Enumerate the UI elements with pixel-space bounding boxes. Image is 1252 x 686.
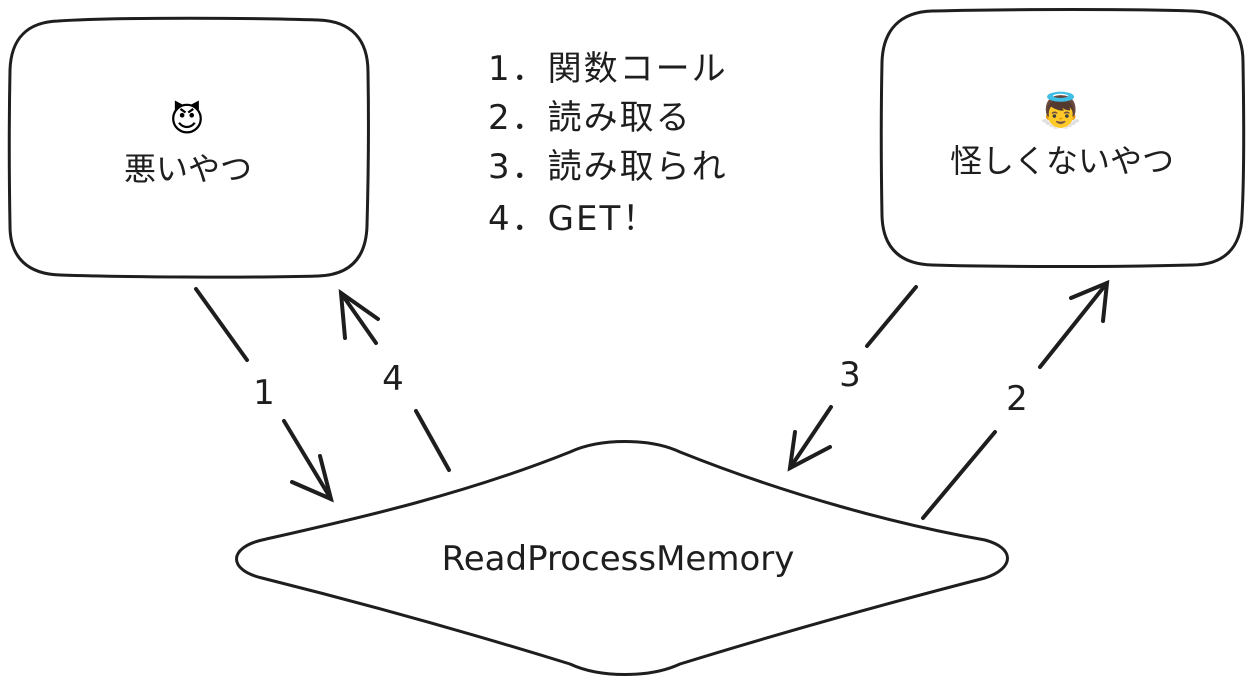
innocent-process-node: 👼 怪しくないやつ	[879, 8, 1246, 268]
read-process-memory-node: ReadProcessMemory	[235, 440, 1009, 676]
edge-2-label: 2	[1006, 379, 1028, 419]
baby-angel-icon: 👼	[1040, 91, 1082, 131]
innocent-process-label: 怪しくないやつ	[950, 142, 1174, 180]
edge-4-label: 4	[382, 359, 404, 399]
edge-4-line-top	[339, 291, 378, 345]
edge-4: 4	[338, 288, 451, 472]
step-item-2: 2．読み取る	[488, 98, 692, 138]
edge-1-line-bottom	[282, 419, 333, 501]
edge-1-line-top	[194, 287, 249, 362]
edge-3: 3	[787, 285, 918, 472]
edge-2: 2	[921, 279, 1110, 520]
edge-3-label: 3	[839, 355, 861, 395]
edge-2-line-top	[1038, 281, 1109, 369]
innocent-process-box	[879, 8, 1246, 268]
edge-2-line-bottom	[921, 430, 997, 520]
edge-1: 1	[194, 287, 334, 503]
edge-1-label: 1	[253, 373, 275, 413]
bad-actor-box	[7, 16, 370, 279]
read-process-memory-diamond	[235, 440, 1009, 676]
edge-4-line-bottom	[414, 409, 451, 472]
smiling-devil-icon: 😈	[169, 100, 204, 140]
bad-actor-node: 😈 悪いやつ	[7, 16, 370, 279]
step-item-1: 1．関数コール	[488, 49, 728, 89]
step-item-3: 3．読み取られ	[488, 147, 728, 187]
edge-1-arrowhead	[290, 454, 334, 503]
read-process-memory-label: ReadProcessMemory	[442, 539, 795, 579]
edge-2-arrowhead	[1069, 279, 1110, 323]
edge-4-arrowhead	[338, 288, 380, 340]
bad-actor-label: 悪いやつ	[124, 150, 252, 188]
steps-list: 1．関数コール 2．読み取る 3．読み取られ 4．GET！	[488, 49, 728, 239]
step-item-4: 4．GET！	[488, 199, 658, 239]
edge-3-line-top	[865, 285, 918, 348]
edge-3-arrowhead	[787, 430, 832, 472]
edge-3-line-bottom	[788, 405, 833, 470]
